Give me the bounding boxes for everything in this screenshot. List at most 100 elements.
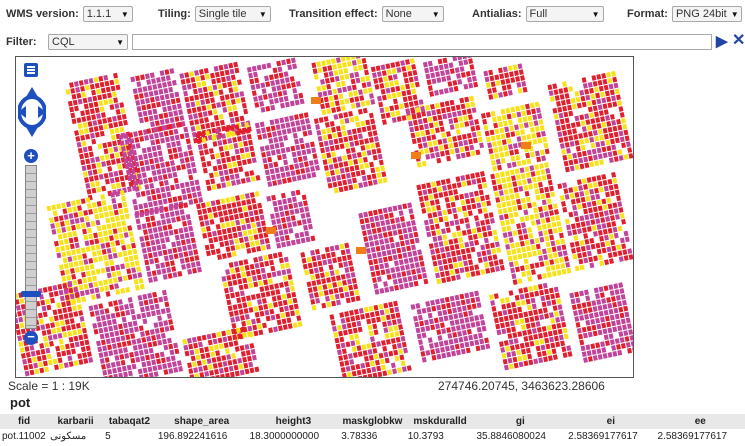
building [533,120,539,126]
pan-up-icon[interactable] [26,87,38,97]
building [465,347,471,354]
building [457,330,463,337]
building [595,342,601,349]
building [291,127,297,133]
building [483,213,489,219]
building [133,94,139,100]
building [229,371,235,377]
building [617,124,623,131]
building [246,319,252,326]
building [131,267,137,274]
building [245,128,251,134]
zoom-slider-handle[interactable] [21,291,41,297]
zoom-out-icon[interactable]: − [24,330,38,345]
building [407,95,413,102]
building [343,136,349,143]
building [431,109,437,116]
building [129,351,135,358]
format-select[interactable]: PNG 24bit▼ [671,6,742,22]
building [118,120,124,127]
building [616,118,622,125]
building [373,258,379,265]
building [394,284,400,291]
building [93,175,99,181]
building [525,172,531,178]
building [61,226,67,233]
wms-version-select[interactable]: 1.1.1▼ [82,6,133,22]
building [596,323,602,330]
building [261,151,267,158]
zoom-in-icon[interactable]: + [24,149,38,163]
building [57,332,63,339]
filter-type-select[interactable]: CQL▼ [48,34,128,50]
building [344,166,350,173]
building [235,195,241,201]
building [94,107,100,114]
building [438,241,444,247]
tiling-select[interactable]: Single tile▼ [194,6,271,22]
building [460,103,466,110]
building [534,262,540,269]
building [160,213,165,220]
building [583,289,589,296]
building [603,84,609,91]
building [623,305,629,312]
building [241,102,247,109]
building [96,250,102,256]
building [55,321,61,327]
building [113,234,119,240]
building [370,66,376,73]
building [586,100,592,107]
building [136,105,142,112]
pan-left-icon[interactable] [18,106,26,118]
building [475,172,481,178]
map-canvas[interactable] [16,57,633,377]
building [209,345,214,352]
transition-select[interactable]: None▼ [381,6,444,22]
reset-filter-icon[interactable]: ✕ [732,32,745,49]
building [355,121,361,128]
pan-down-icon[interactable] [26,127,38,137]
building [157,175,163,181]
building [198,197,204,203]
building [222,139,228,145]
building [41,354,47,361]
building [255,268,261,275]
building [283,135,288,141]
layer-switcher-icon[interactable] [24,63,38,77]
building [523,122,529,129]
building [576,102,582,109]
pan-right-icon[interactable] [38,106,46,118]
building [455,73,461,79]
building [522,252,528,259]
building-block [254,112,320,188]
building [448,190,454,196]
building [182,194,188,201]
building [484,76,490,83]
building [463,335,469,342]
map-viewer[interactable]: + − [15,56,634,378]
building [216,158,222,165]
apply-filter-icon[interactable]: ▶ [716,33,728,50]
building [167,248,173,255]
building [74,217,80,224]
building [410,219,416,226]
building [564,142,570,148]
building [96,162,102,168]
building [82,146,88,153]
building [257,227,263,234]
building [388,326,394,332]
building [83,283,89,290]
filter-input[interactable] [132,34,712,50]
building [138,93,144,99]
zoom-slider-track[interactable] [25,165,37,329]
building [75,86,81,93]
building [433,146,439,152]
building [460,324,466,330]
building [300,213,306,219]
antialias-select[interactable]: Full▼ [525,6,604,22]
building [517,229,523,235]
building [186,83,192,90]
building [608,83,614,90]
building [458,236,464,243]
